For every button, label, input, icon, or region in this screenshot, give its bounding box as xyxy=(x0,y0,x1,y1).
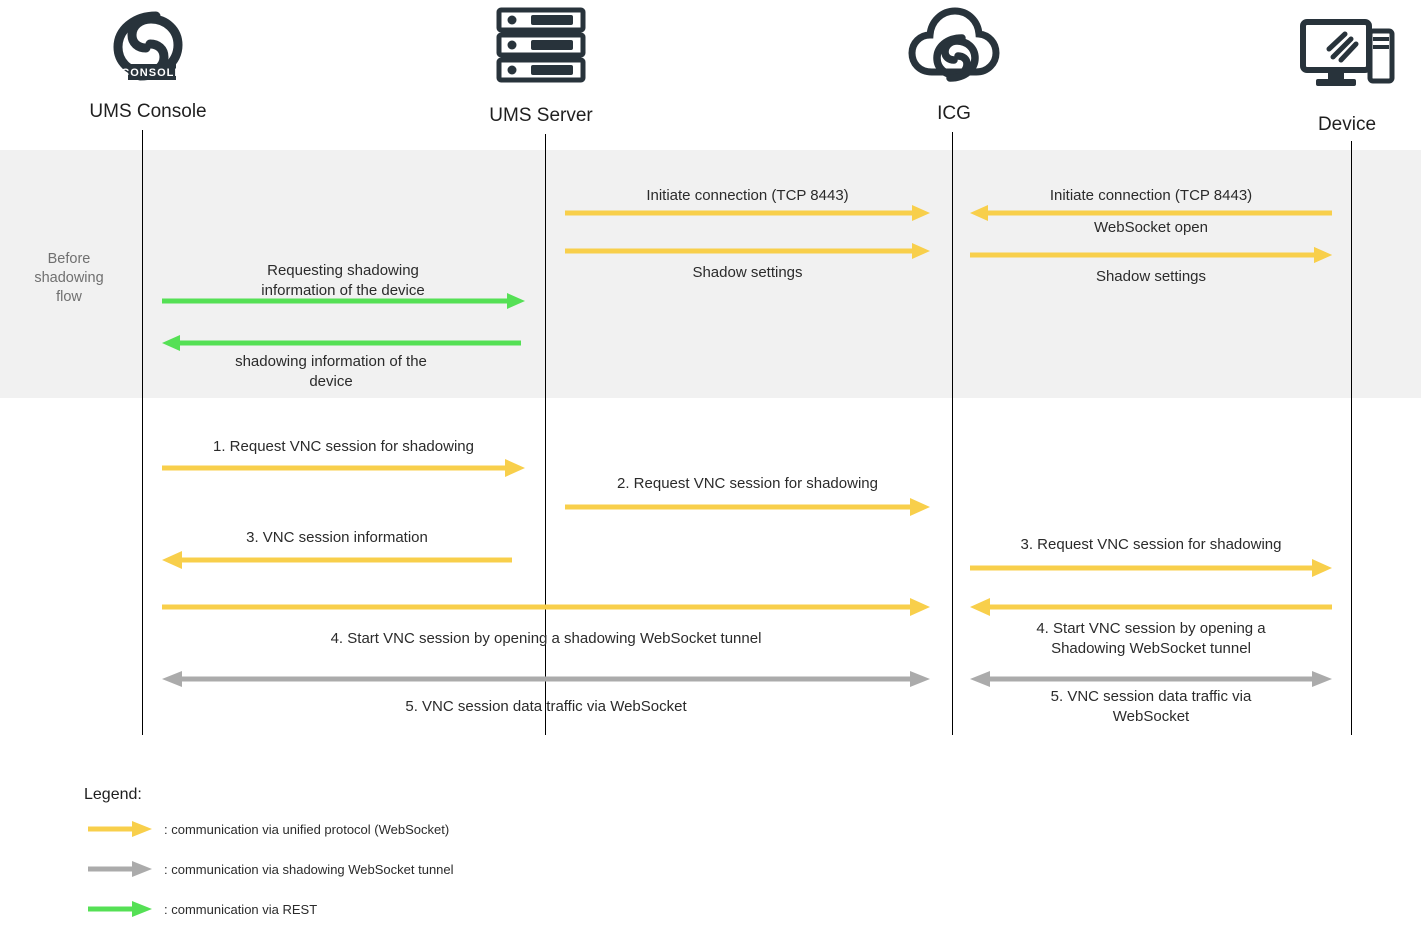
message-arrow-m2 xyxy=(970,204,1332,222)
monitor-device-icon xyxy=(1299,14,1395,94)
lifeline-icg xyxy=(952,132,953,735)
message-label-m13: 4. Start VNC session by opening a Shadow… xyxy=(970,619,1332,659)
message-arrow-m6 xyxy=(162,292,525,310)
band-label-line-2: shadowing xyxy=(34,270,104,286)
message-label-m10: 3. VNC session information xyxy=(246,529,428,546)
message-label-m9: 2. Request VNC session for shadowing xyxy=(617,475,878,492)
lifeline-device xyxy=(1351,141,1352,735)
message-arrow-m8 xyxy=(162,459,525,477)
band-label-line-1: Before xyxy=(47,251,91,267)
message-label-m15-line-2: WebSocket xyxy=(1112,708,1190,725)
actor-label-ums-server: UMS Server xyxy=(489,105,593,126)
server-rack-icon xyxy=(493,4,589,84)
legend-item-rest: : communication via REST xyxy=(88,900,317,918)
message-label-m4: Shadow settings xyxy=(692,264,803,281)
message-arrow-m11 xyxy=(970,559,1332,577)
message-label-m8: 1. Request VNC session for shadowing xyxy=(213,438,474,455)
ums-console-logo-icon: CONSOLE xyxy=(100,6,196,90)
message-label-m6: Requesting shadowing information of the … xyxy=(162,261,524,301)
legend-shadowing-tunnel-label: : communication via shadowing WebSocket … xyxy=(164,861,454,877)
legend-title: Legend: xyxy=(84,786,142,803)
legend-item-shadowing-tunnel: : communication via shadowing WebSocket … xyxy=(88,860,454,878)
message-label-m1: Initiate connection (TCP 8443) xyxy=(646,187,849,204)
message-label-m7-line-1: shadowing information of the xyxy=(235,353,427,370)
message-arrow-m7 xyxy=(162,334,521,352)
message-label-m6-line-2: information of the device xyxy=(261,282,425,299)
message-arrow-m14 xyxy=(162,670,930,688)
message-label-m13-line-2: Shadowing WebSocket tunnel xyxy=(1051,640,1251,657)
message-label-m15: 5. VNC session data traffic via WebSocke… xyxy=(970,687,1332,727)
message-arrow-m12 xyxy=(162,598,930,616)
message-label-m12: 4. Start VNC session by opening a shadow… xyxy=(330,630,762,647)
message-label-m13-line-1: 4. Start VNC session by opening a xyxy=(1036,620,1266,637)
message-arrow-m15 xyxy=(970,670,1332,688)
message-arrow-m9 xyxy=(565,498,930,516)
legend-rest-arrow-icon xyxy=(88,900,152,918)
message-label-m14: 5. VNC session data traffic via WebSocke… xyxy=(405,698,687,715)
message-label-m2: Initiate connection (TCP 8443) xyxy=(1049,187,1253,204)
band-label-line-3: flow xyxy=(56,289,82,305)
legend-unified-protocol-label: : communication via unified protocol (We… xyxy=(164,821,450,837)
message-arrow-m10 xyxy=(162,551,512,569)
message-label-m15-line-1: 5. VNC session data traffic via xyxy=(1050,688,1252,705)
cloud-gateway-icon xyxy=(906,4,1002,90)
message-label-m7: shadowing information of the device xyxy=(150,352,512,392)
legend-rest-label: : communication via REST xyxy=(164,901,318,917)
lifeline-ums-console xyxy=(142,130,143,735)
actor-label-icg: ICG xyxy=(937,103,971,124)
before-shadowing-flow-band xyxy=(0,150,1421,398)
message-arrow-m5 xyxy=(970,246,1332,264)
message-label-m5: Shadow settings xyxy=(1095,268,1207,285)
message-label-m6-line-1: Requesting shadowing xyxy=(267,262,419,279)
actor-label-ums-console: UMS Console xyxy=(89,101,207,122)
legend-item-unified-protocol: : communication via unified protocol (We… xyxy=(88,820,449,838)
lifeline-ums-server xyxy=(545,134,546,735)
svg-text:CONSOLE: CONSOLE xyxy=(121,67,182,79)
actor-label-device: Device xyxy=(1317,114,1377,135)
legend-unified-protocol-arrow-icon xyxy=(88,820,152,838)
message-arrow-m1 xyxy=(565,204,930,222)
message-label-m11: 3. Request VNC session for shadowing xyxy=(1020,536,1282,553)
message-arrow-m4 xyxy=(565,242,930,260)
message-label-m3: WebSocket open xyxy=(1094,219,1208,236)
message-arrow-m13 xyxy=(970,598,1332,616)
message-label-m7-line-2: device xyxy=(309,373,353,390)
band-label-before-shadowing-flow: Before shadowing flow xyxy=(8,250,130,307)
legend-shadowing-tunnel-arrow-icon xyxy=(88,860,152,878)
